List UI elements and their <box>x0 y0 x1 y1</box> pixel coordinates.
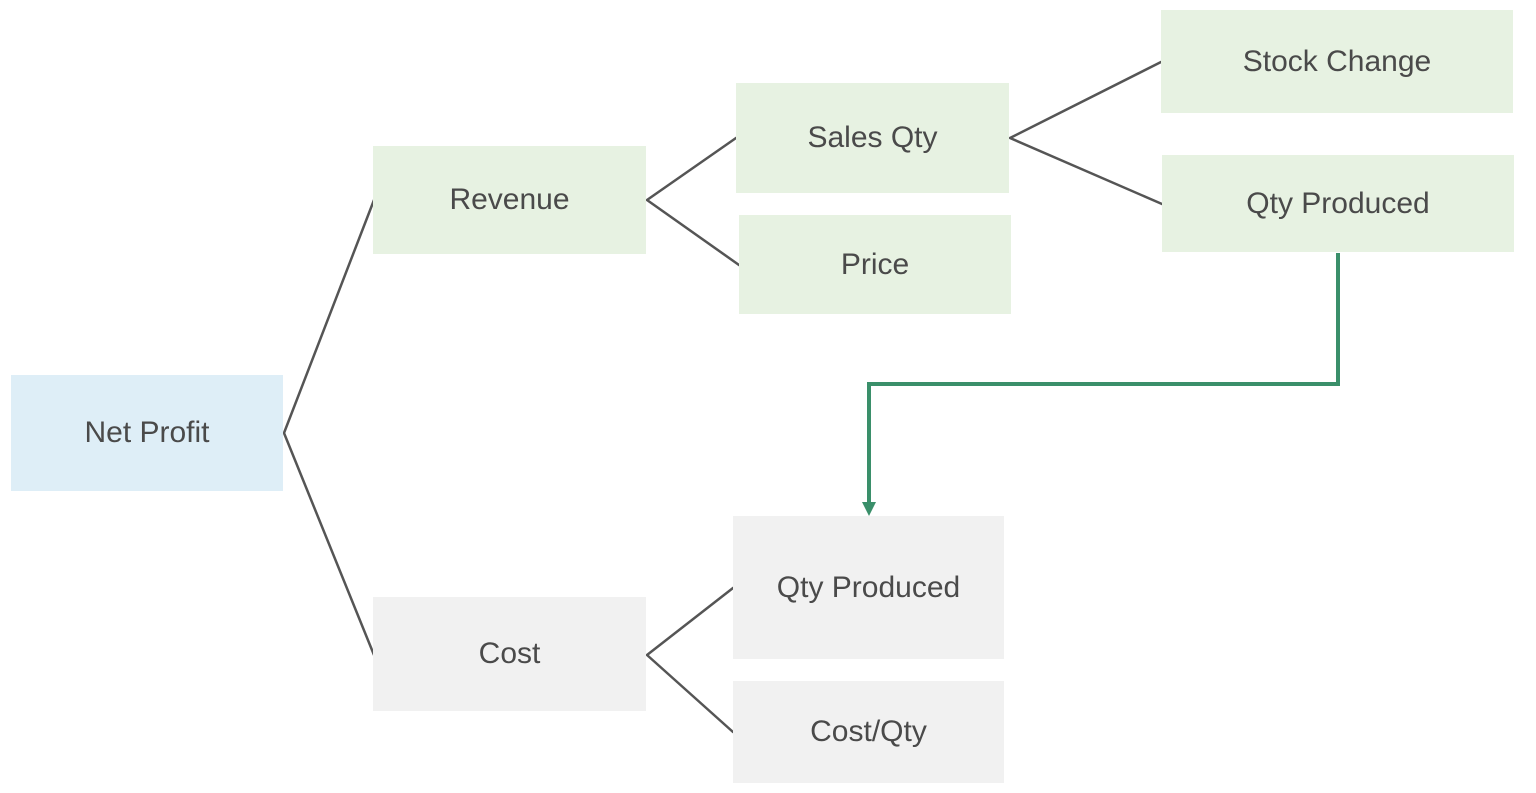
node-net-profit[interactable]: Net Profit <box>11 375 283 491</box>
node-price-label: Price <box>840 247 910 281</box>
node-net-profit-label: Net Profit <box>84 416 210 449</box>
connector-net-profit-revenue <box>282 198 376 657</box>
node-qty-produced-cost-label: Qty Produced <box>776 570 961 604</box>
connector-cost-children <box>645 586 735 734</box>
node-stock-change-label: Stock Change <box>1242 44 1432 78</box>
node-sales-qty[interactable]: Sales Qty <box>736 83 1009 193</box>
node-stock-change[interactable]: Stock Change <box>1161 10 1513 113</box>
connector-revenue-children <box>645 136 741 267</box>
link-qty-produced-arrow <box>867 253 1340 504</box>
node-qty-produced-revenue-label: Qty Produced <box>1246 186 1430 220</box>
node-cost-label: Cost <box>478 637 541 670</box>
node-qty-produced-cost[interactable]: Qty Produced <box>733 516 1004 659</box>
node-cost-per-qty-label: Cost/Qty <box>810 715 927 748</box>
connector-sales-qty-children <box>1008 60 1164 206</box>
node-revenue-label: Revenue <box>449 183 570 216</box>
node-cost[interactable]: Cost <box>373 597 646 711</box>
node-revenue[interactable]: Revenue <box>373 146 646 254</box>
node-sales-qty-label: Sales Qty <box>807 121 938 154</box>
node-qty-produced-revenue[interactable]: Qty Produced <box>1162 155 1514 252</box>
node-cost-per-qty[interactable]: Cost/Qty <box>733 681 1004 783</box>
node-price[interactable]: Price <box>739 215 1011 314</box>
arrowhead <box>862 502 876 516</box>
